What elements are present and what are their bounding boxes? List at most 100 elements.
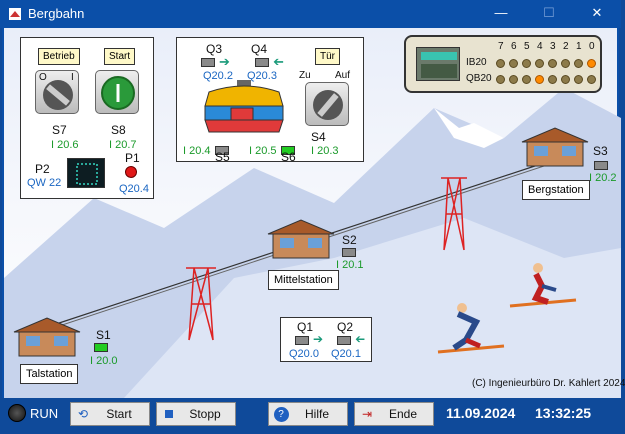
- qb20-led: [535, 75, 544, 84]
- ib20-led: [535, 59, 544, 68]
- qb20-led: [561, 75, 570, 84]
- copyright-text: (C) Ingenieurbüro Dr. Kahlert 2024: [472, 378, 625, 389]
- start-toolbar-button[interactable]: ⟲ Start: [70, 402, 150, 426]
- door-selector-switch[interactable]: [305, 82, 349, 126]
- close-button[interactable]: ✕: [591, 5, 603, 20]
- bit-number: 4: [537, 41, 543, 52]
- s1-label: S1: [96, 328, 111, 342]
- ib20-led: [509, 59, 518, 68]
- arrow-left-icon: ➔: [273, 54, 284, 69]
- q2-indicator: [337, 336, 351, 345]
- q4-indicator: [255, 58, 269, 67]
- qb20-led: [496, 75, 505, 84]
- ib20-led: [574, 59, 583, 68]
- status-bar: RUN ⟲ Start Stopp ? Hilfe ⇥ Ende 11.09.2…: [0, 398, 621, 434]
- date-display: 11.09.2024: [446, 405, 516, 421]
- betrieb-label: Betrieb: [38, 48, 80, 65]
- qb20-label: QB20: [466, 73, 492, 84]
- run-lamp-icon: [8, 404, 26, 422]
- p2-address: QW 22: [27, 177, 62, 189]
- ib20-led: [561, 59, 570, 68]
- betrieb-selector-switch[interactable]: O I: [35, 70, 79, 114]
- s5-indicator: [215, 146, 229, 155]
- s6-indicator: [281, 146, 295, 155]
- s4-address: I 20.3: [311, 145, 339, 157]
- q2-label: Q2: [337, 320, 354, 334]
- time-display: 13:32:25: [535, 405, 592, 421]
- arrow-right-icon: ➔: [313, 332, 324, 346]
- bit-number: 6: [511, 41, 517, 52]
- bit-number: 1: [576, 41, 582, 52]
- s6-address: I 20.5: [249, 145, 277, 157]
- zu-label: Zu: [299, 70, 311, 81]
- qb20-led: [574, 75, 583, 84]
- plc-module-icon: [416, 47, 460, 81]
- q3-address: Q20.2: [203, 70, 233, 82]
- auf-label: Auf: [335, 70, 351, 81]
- gondola-icon: [204, 80, 284, 133]
- s1-indicator: [94, 343, 108, 352]
- skier-icon: [509, 263, 577, 308]
- bit-number: 5: [524, 41, 530, 52]
- s2-indicator: [342, 248, 356, 257]
- mittelstation-label: Mittelstation: [268, 270, 339, 290]
- p1-address: Q20.4: [119, 183, 149, 195]
- ib20-led: [548, 59, 557, 68]
- p1-label: P1: [125, 151, 140, 165]
- bit-number: 0: [589, 41, 595, 52]
- s5-label: S5: [215, 150, 230, 164]
- rotary-knob-icon: [313, 90, 343, 120]
- gondola-panel: Q3 Q4 ➔ ➔ Q20.2 Q20.3 Tür Zu Auf S4 I 20…: [176, 37, 364, 164]
- arrow-right-icon: ➔: [219, 54, 230, 69]
- q4-address: Q20.3: [247, 70, 277, 82]
- s1-address: I 20.0: [90, 355, 118, 367]
- qb20-led: [587, 75, 596, 84]
- talstation-icon: [13, 317, 81, 357]
- s4-label: S4: [311, 130, 326, 144]
- s3-address: I 20.2: [589, 172, 617, 184]
- window-title: Bergbahn: [28, 6, 85, 21]
- ende-toolbar-button[interactable]: ⇥ Ende: [354, 402, 434, 426]
- ib20-led: [522, 59, 531, 68]
- p2-matrix-display: [67, 158, 105, 188]
- run-label: RUN: [30, 406, 59, 421]
- ib20-led: [587, 59, 596, 68]
- talstation-label: Talstation: [20, 364, 79, 384]
- s8-address: I 20.7: [109, 139, 137, 151]
- power-button-icon: [101, 76, 135, 110]
- bergstation-label: Bergstation: [522, 180, 590, 200]
- maximize-button[interactable]: ☐: [543, 5, 555, 20]
- start-button[interactable]: [95, 70, 139, 114]
- s7-address: I 20.6: [51, 139, 79, 151]
- ib20-label: IB20: [466, 57, 487, 68]
- s6-label: S6: [281, 150, 296, 164]
- mittelstation-icon: [267, 219, 335, 259]
- pylon-icon: [186, 177, 467, 341]
- control-panel: Betrieb Start O I S7 I 20.6 S8 I 20.7 P1…: [20, 37, 154, 199]
- s2-address: I 20.1: [336, 259, 364, 271]
- arrow-left-icon: ➔: [355, 332, 366, 346]
- process-canvas: Betrieb Start O I S7 I 20.6 S8 I 20.7 P1…: [2, 28, 625, 398]
- s5-address: I 20.4: [183, 145, 211, 157]
- q1-indicator: [295, 336, 309, 345]
- s8-label: S8: [111, 123, 126, 137]
- s3-indicator: [594, 161, 608, 170]
- s3-label: S3: [593, 144, 608, 158]
- qb20-led: [509, 75, 518, 84]
- stopp-toolbar-button[interactable]: Stopp: [156, 402, 236, 426]
- title-bar: Bergbahn — ☐ ✕: [0, 0, 621, 28]
- bit-number: 7: [498, 41, 504, 52]
- dot-matrix-icon: [76, 163, 98, 185]
- hilfe-toolbar-button[interactable]: ? Hilfe: [268, 402, 348, 426]
- bit-number: 2: [563, 41, 569, 52]
- bit-number: 3: [550, 41, 556, 52]
- q1-label: Q1: [297, 320, 314, 334]
- start-label: Start: [104, 48, 136, 65]
- q3-indicator: [201, 58, 215, 67]
- bergstation-icon: [521, 127, 589, 167]
- p2-label: P2: [35, 162, 50, 176]
- motor-panel: Q1 Q2 ➔ ➔ Q20.0 Q20.1: [280, 317, 372, 362]
- q2-address: Q20.1: [331, 348, 361, 360]
- minimize-button[interactable]: —: [494, 5, 508, 20]
- exit-icon: ⇥: [361, 407, 373, 421]
